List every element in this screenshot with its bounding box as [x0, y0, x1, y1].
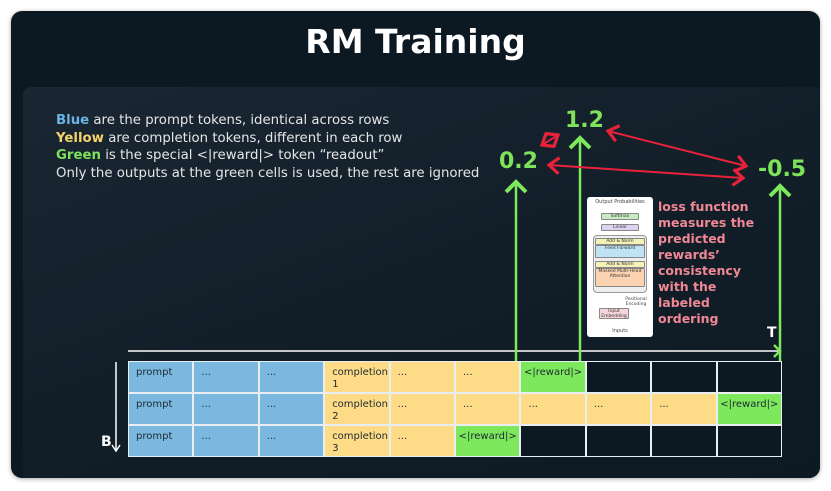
prompt-token-cell: ...: [193, 361, 259, 393]
completion-token-cell: ...: [455, 393, 521, 425]
prompt-token-cell: prompt: [128, 425, 194, 457]
batch-arrow-head: [111, 444, 121, 453]
empty-cell: [585, 425, 652, 457]
empty-cell: [585, 361, 652, 393]
embedding-block: Input Embedding: [599, 308, 629, 319]
reward-value-row2: -0.5: [758, 157, 807, 182]
legend-note: Only the outputs at the green cells is u…: [56, 165, 480, 181]
legend-green: Green is the special <|reward|> token “r…: [56, 148, 385, 163]
addnorm-block: Add & Norm: [595, 238, 645, 245]
reward-value-row3: 0.2: [499, 149, 538, 174]
linear-block: Linear: [601, 224, 639, 231]
completion-token-cell: ...: [585, 393, 652, 425]
empty-cell: [651, 425, 717, 457]
reward-token-cell: <|reward|>: [716, 393, 782, 425]
completion-token-cell: ...: [389, 361, 455, 393]
prompt-token-cell: ...: [258, 425, 325, 457]
compare-arrow-0.2-neg0.5: [546, 156, 746, 187]
slide-title: RM Training: [305, 22, 526, 61]
completion-token-cell: ...: [520, 393, 586, 425]
softmax-block: Softmax: [601, 213, 639, 220]
feedforward-block: Feed Forward: [595, 245, 645, 258]
empty-cell: [651, 361, 717, 393]
compare-arrow-0.2-1.2: [539, 131, 561, 149]
batch-axis-label: B: [101, 434, 112, 450]
legend-blue: Blue are the prompt tokens, identical ac…: [56, 113, 390, 128]
completion-token-cell: ...: [455, 361, 521, 393]
prompt-token-cell: prompt: [128, 393, 194, 425]
reward-token-cell: <|reward|>: [520, 361, 586, 393]
reward-value-row1: 1.2: [565, 108, 604, 133]
token-grid: prompt......completion 1......<|reward|>…: [128, 361, 782, 457]
output-label: Output Probabilities: [595, 199, 645, 205]
completion-token-cell: completion 2: [324, 393, 390, 425]
prompt-token-cell: prompt: [128, 361, 194, 393]
completion-token-cell: completion 3: [324, 425, 390, 457]
loss-description: loss function measures the predicted rew…: [658, 199, 755, 326]
addnorm-block-2: Add & Norm: [595, 261, 645, 268]
completion-token-cell: completion 1: [324, 361, 390, 393]
reward-token-cell: <|reward|>: [455, 425, 521, 457]
attention-block: Masked Multi-Head Attention: [595, 268, 645, 287]
prompt-token-cell: ...: [193, 425, 259, 457]
empty-cell: [520, 425, 586, 457]
completion-token-cell: ...: [389, 393, 455, 425]
positional-encoding-label: Positional Encoding: [625, 297, 647, 307]
prompt-token-cell: ...: [193, 393, 259, 425]
completion-token-cell: ...: [389, 425, 455, 457]
empty-cell: [716, 425, 782, 457]
inputs-label: Inputs: [612, 328, 628, 334]
color-legend: Blue are the prompt tokens, identical ac…: [56, 112, 479, 182]
empty-cell: [716, 361, 782, 393]
prompt-token-cell: ...: [258, 361, 325, 393]
transformer-diagram: Output Probabilities Softmax Linear Add …: [587, 197, 653, 337]
prompt-token-cell: ...: [258, 393, 325, 425]
legend-yellow: Yellow are completion tokens, different …: [56, 130, 403, 146]
completion-token-cell: ...: [651, 393, 717, 425]
time-axis-label: T: [767, 325, 777, 341]
compare-arrow-1.2-neg0.5: [605, 124, 749, 173]
